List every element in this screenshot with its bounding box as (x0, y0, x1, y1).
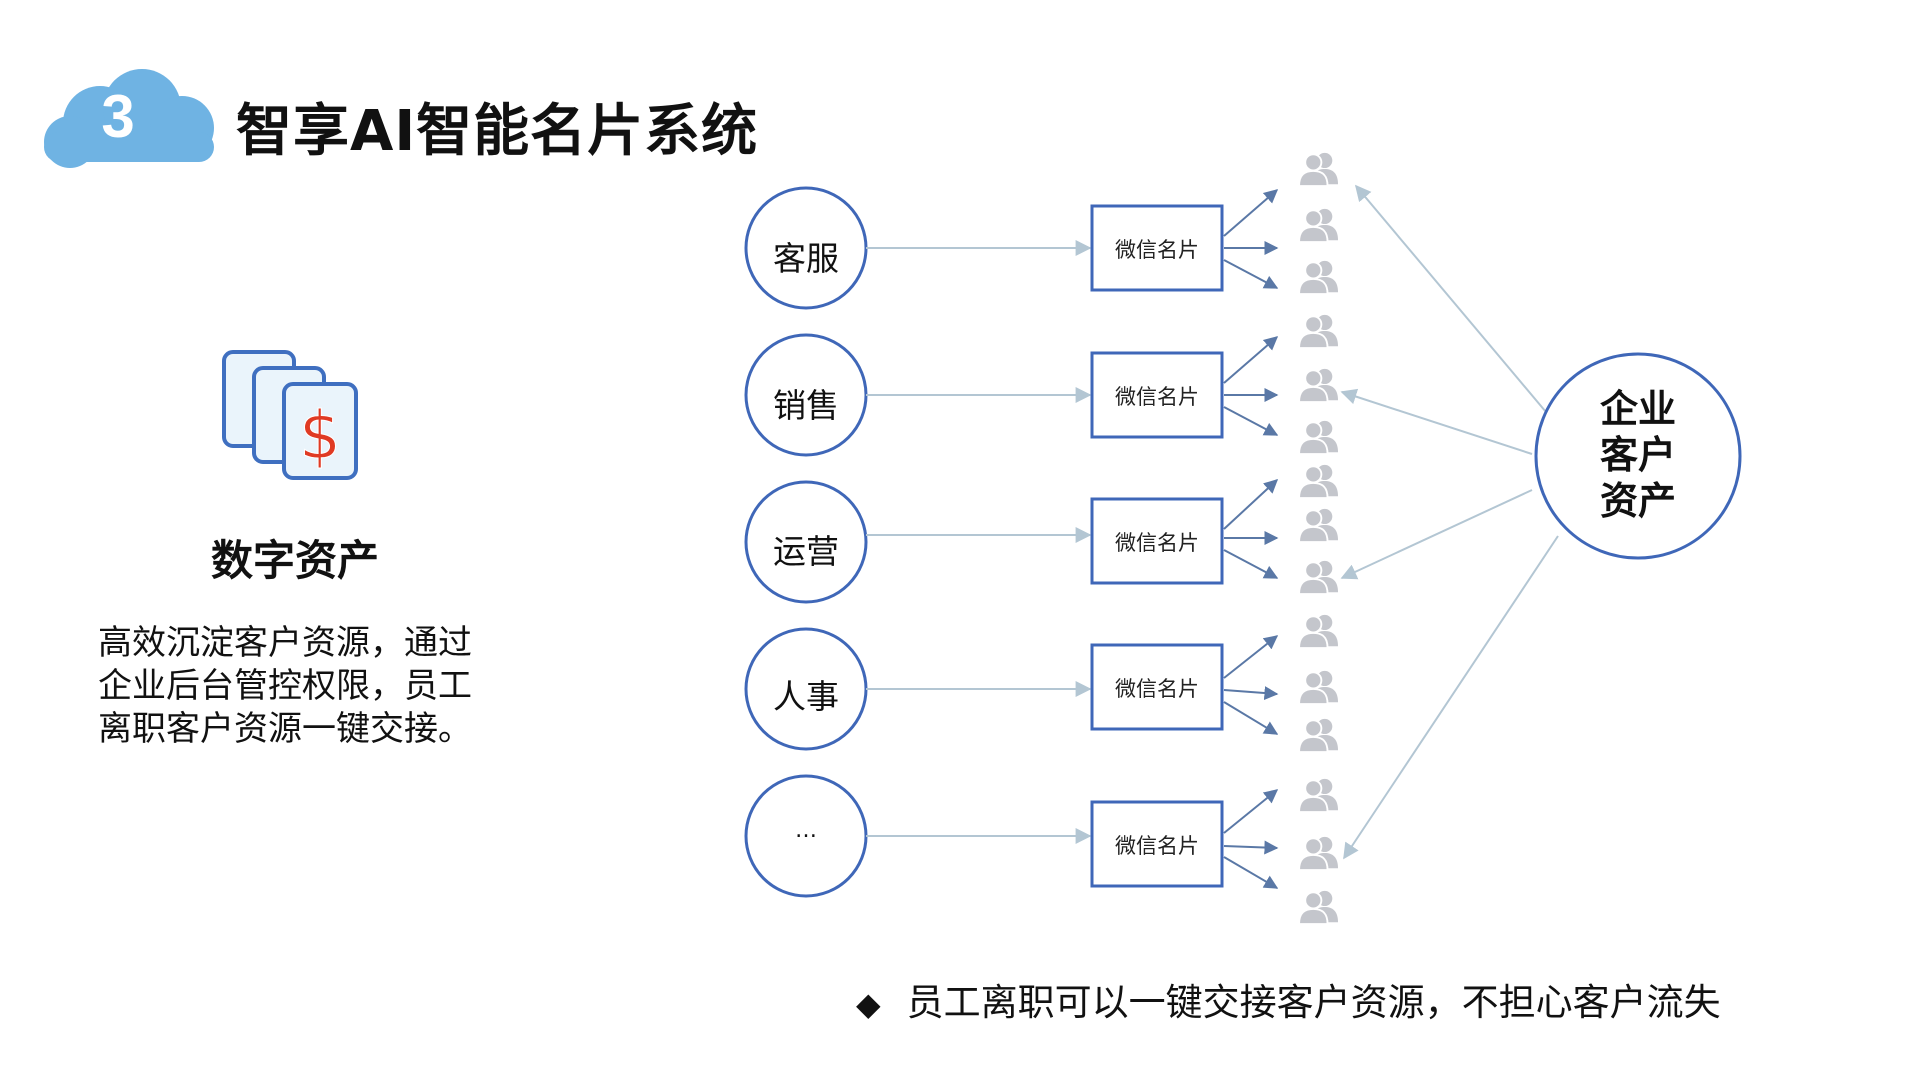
customer-person-icon (1298, 889, 1339, 926)
customer-person-icon (1298, 259, 1339, 296)
customer-person-icon (1298, 777, 1339, 814)
wechat-card-box (1090, 497, 1224, 585)
card-to-customer-arrow (1223, 406, 1279, 436)
bottom-note-text: 员工离职可以一键交接客户资源，不担心客户流失 (906, 981, 1721, 1024)
customer-person-icon (1298, 613, 1339, 650)
hub-to-customer-arrow (1354, 184, 1547, 413)
customer-person-icon (1298, 151, 1339, 188)
hub-label-line: 资产 (1599, 479, 1676, 523)
card-to-customer-arrow (1223, 479, 1279, 530)
hub-to-customer-arrow (1340, 489, 1533, 580)
customer-person-icon (1298, 669, 1339, 706)
wechat-card-box (1090, 800, 1224, 888)
card-to-customer-arrow (1223, 840, 1279, 855)
role-label: 人事 (773, 677, 839, 716)
customer-person-icon (1298, 207, 1339, 244)
hub-to-customer-arrow (1343, 535, 1559, 860)
svg-text:$: $ (299, 397, 341, 474)
hub-label: 企业 客户 资产 (1573, 386, 1703, 524)
card-to-customer-arrow (1223, 686, 1279, 701)
card-to-customer-arrow (1223, 701, 1279, 735)
customer-person-icon (1298, 367, 1339, 404)
hub-label-line: 客户 (1599, 433, 1676, 477)
wechat-card-label: 微信名片 (1115, 238, 1199, 262)
card-to-customer-arrow (1223, 635, 1279, 679)
customer-person-icon (1298, 559, 1339, 596)
role-label: 客服 (773, 239, 839, 278)
enterprise-asset-hub (1534, 352, 1742, 560)
hub-to-customer-arrow (1340, 388, 1533, 455)
card-to-customer-arrow (1223, 259, 1279, 289)
card-to-customer-arrow (1223, 856, 1279, 889)
section-number: 3 (101, 83, 135, 150)
wechat-card-box (1090, 204, 1224, 292)
hub-label-line: 企业 (1599, 387, 1676, 431)
wechat-card-label: 微信名片 (1115, 677, 1199, 701)
customer-person-icon (1298, 463, 1339, 500)
customer-person-icon (1298, 313, 1339, 350)
asset-description: 高效沉淀客户资源，通过 企业后台管控权限，员工 离职客户资源一键交接。 (98, 622, 518, 751)
role-label: … (795, 818, 817, 843)
card-to-customer-arrow (1223, 789, 1279, 834)
asset-title: 数字资产 (210, 536, 379, 585)
card-to-customer-arrow (1223, 189, 1279, 237)
digital-asset-icon: $ (222, 350, 358, 480)
card-to-customer-arrow (1223, 336, 1279, 384)
customer-person-icon (1298, 835, 1339, 872)
bottom-note: ◆ 员工离职可以一键交接客户资源，不担心客户流失 (856, 972, 1721, 1026)
asset-description-line: 高效沉淀客户资源，通过 (98, 623, 472, 663)
role-label: 运营 (773, 532, 839, 571)
asset-description-line: 企业后台管控权限，员工 (98, 666, 472, 706)
role-label: 销售 (773, 386, 839, 425)
role-node-operations (744, 480, 868, 604)
customer-person-icon (1298, 717, 1339, 754)
wechat-card-label: 微信名片 (1115, 531, 1199, 555)
asset-description-line: 离职客户资源一键交接。 (98, 709, 472, 749)
page-title: 智享AI智能名片系统 (236, 99, 759, 164)
customer-column (1298, 151, 1339, 926)
wechat-card-box (1090, 351, 1224, 439)
customer-person-icon (1298, 419, 1339, 456)
card-to-customer-arrow (1223, 549, 1279, 579)
customer-person-icon (1298, 507, 1339, 544)
cloud-icon (44, 69, 214, 168)
diamond-bullet-icon: ◆ (856, 985, 881, 1023)
wechat-card-label: 微信名片 (1115, 834, 1199, 858)
wechat-card-label: 微信名片 (1115, 385, 1199, 409)
wechat-card-box (1090, 643, 1224, 731)
